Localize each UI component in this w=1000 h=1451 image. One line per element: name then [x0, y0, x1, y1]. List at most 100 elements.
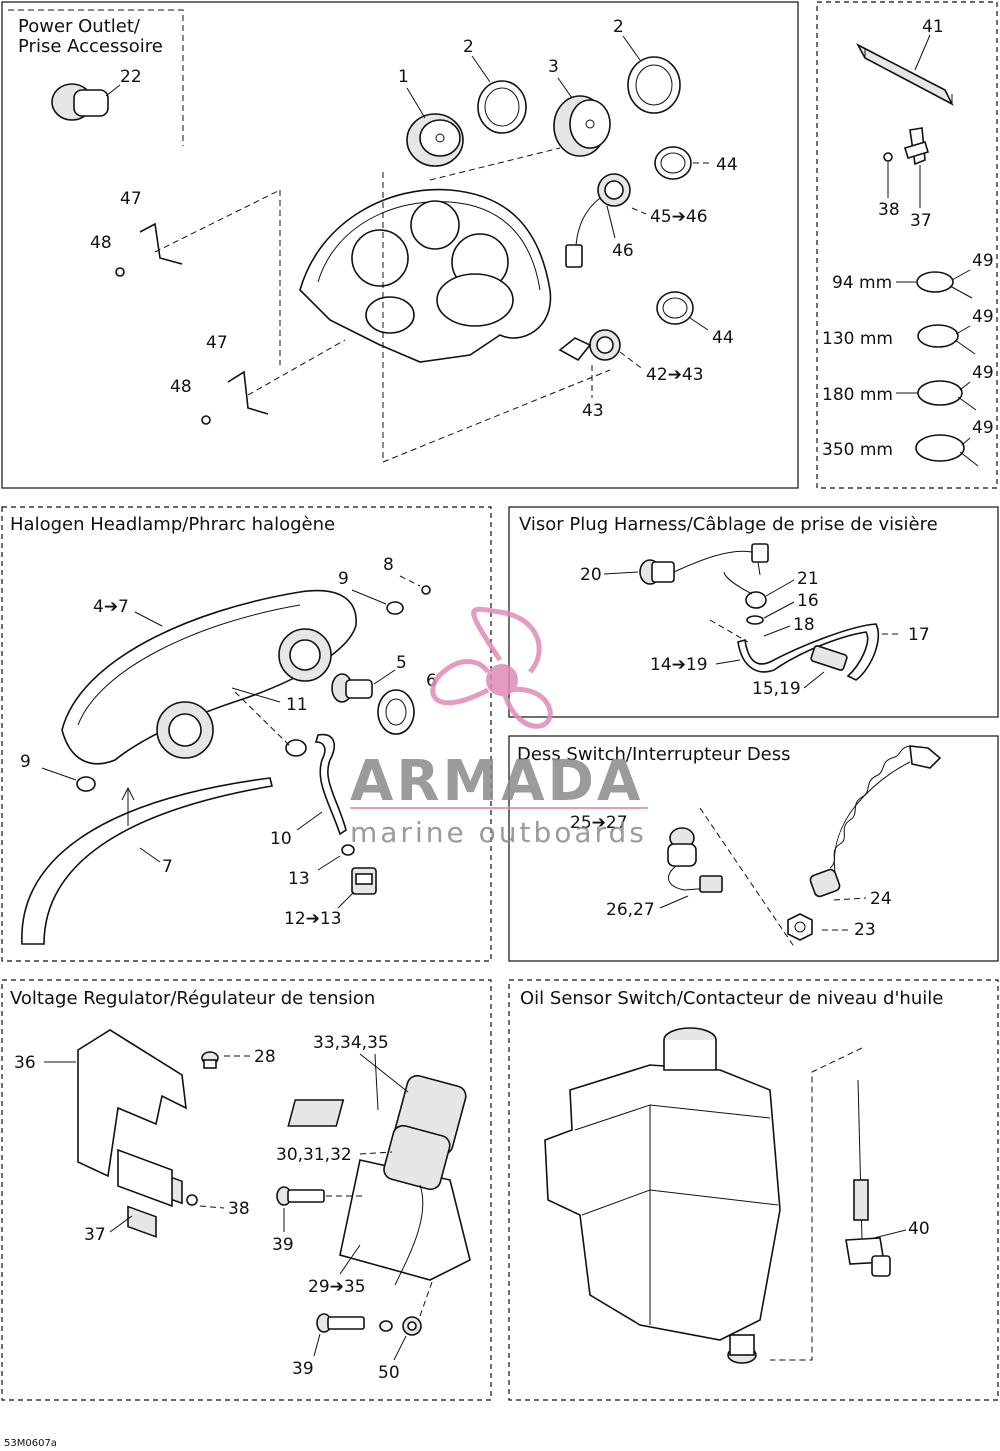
- callout-25-27: 25➔27: [570, 813, 628, 833]
- callout-48b: 48: [170, 377, 192, 397]
- callout-41: 41: [922, 17, 944, 37]
- callout-1: 1: [398, 67, 409, 87]
- tie-size-130: 130 mm: [822, 329, 893, 349]
- power-outlet-title-2: Prise Accessoire: [18, 36, 163, 57]
- callout-13: 13: [288, 869, 310, 889]
- callout-37a: 37: [910, 211, 932, 231]
- callout-43: 43: [582, 401, 604, 421]
- visor-title: Visor Plug Harness/Câblage de prise de v…: [519, 514, 938, 535]
- callout-49c: 49: [972, 363, 994, 383]
- callout-36: 36: [14, 1053, 36, 1073]
- washer-16: [746, 615, 764, 625]
- callout-49a: 49: [972, 251, 994, 271]
- callout-5: 5: [396, 653, 407, 673]
- callout-20: 20: [580, 565, 602, 585]
- grommet-9b: [76, 776, 96, 792]
- gauge-housing: [299, 188, 552, 363]
- section-oil: Oil Sensor Switch/Contacteur de niveau d…: [287, 979, 999, 1401]
- section-headlamp: Halogen Headlamp/Phrarc halogène 4➔7 8 9…: [1, 506, 492, 962]
- bolt-39b: [316, 1313, 365, 1333]
- callout-48a: 48: [90, 233, 112, 253]
- callout-37b: 37: [84, 1225, 106, 1245]
- strip-41: [856, 43, 954, 106]
- callout-22: 22: [120, 67, 142, 87]
- tie-size-350: 350 mm: [822, 440, 893, 460]
- clip-37b: [117, 1148, 198, 1238]
- section-regulator-frame: [1, 979, 492, 1401]
- callout-44a: 44: [716, 155, 738, 175]
- callout-4-7: 4➔7: [93, 597, 129, 617]
- callout-7: 7: [162, 857, 173, 877]
- harness-17: [737, 623, 880, 681]
- callout-9a: 9: [338, 569, 349, 589]
- callout-11: 11: [286, 695, 308, 715]
- retainer-6: [377, 689, 415, 735]
- dess-switch-25: [667, 827, 723, 893]
- callout-26-27: 26,27: [606, 900, 655, 920]
- voltage-regulator: [339, 1074, 471, 1286]
- callout-38b: 38: [228, 1199, 250, 1219]
- gauge-42: [558, 329, 621, 362]
- section-regulator: Voltage Regulator/Régulateur de tension …: [1, 979, 492, 1401]
- cable-tie-180: [896, 380, 977, 411]
- section-accessories-frame: [816, 1, 998, 489]
- gauge-1: [406, 113, 464, 167]
- callout-29-35: 29➔35: [308, 1277, 366, 1297]
- callout-16: 16: [797, 591, 819, 611]
- plug-20: [639, 543, 769, 585]
- callout-3: 3: [548, 57, 559, 77]
- callout-30-32: 30,31,32: [276, 1145, 352, 1165]
- callout-6: 6: [426, 671, 437, 691]
- watermark-tagline: marine outboards: [350, 816, 647, 849]
- headlamp-body: [61, 589, 357, 765]
- callout-21: 21: [797, 569, 819, 589]
- callout-46: 46: [612, 241, 634, 261]
- callout-9b: 9: [20, 752, 31, 772]
- section-oil-frame: [508, 979, 999, 1401]
- section-visor: Visor Plug Harness/Câblage de prise de v…: [508, 506, 999, 718]
- harness-10: [285, 733, 355, 856]
- trim-strip-7: [21, 777, 273, 945]
- callout-2b: 2: [613, 17, 624, 37]
- clip-37: [883, 127, 929, 166]
- section-dess-frame: [508, 735, 999, 962]
- callout-24: 24: [870, 889, 892, 909]
- gauge-45: [565, 173, 631, 268]
- tie-size-180: 180 mm: [822, 385, 893, 405]
- section-gauges-frame: [1, 1, 799, 489]
- section-accessories: 41 38 37 49 94 mm 49 130 mm: [816, 1, 998, 489]
- tie-size-94: 94 mm: [832, 273, 892, 293]
- regulator-title: Voltage Regulator/Régulateur de tension: [10, 988, 375, 1009]
- callout-23: 23: [854, 920, 876, 940]
- power-outlet-part: [51, 83, 121, 121]
- cable-tie-130: [917, 324, 976, 355]
- grommet-9a: [386, 601, 404, 615]
- dess-lanyard-24: [809, 745, 942, 898]
- callout-18: 18: [793, 615, 815, 635]
- callout-12-13: 12➔13: [284, 909, 342, 929]
- callout-47a: 47: [120, 189, 142, 209]
- callout-40: 40: [908, 1219, 930, 1239]
- callout-33-35: 33,34,35: [313, 1033, 389, 1053]
- headlamp-title: Halogen Headlamp/Phrarc halogène: [10, 514, 335, 535]
- section-dess: Dess Switch/Interrupteur Dess 25➔27 26,2…: [508, 735, 999, 962]
- power-outlet-title-1: Power Outlet/: [18, 16, 141, 37]
- figure-code: 53M0607a: [4, 1438, 57, 1449]
- section-gauges: Power Outlet/ Prise Accessoire 22 1: [1, 1, 799, 489]
- callout-14-19: 14➔19: [650, 655, 708, 675]
- nut-23: [787, 913, 813, 941]
- armada-watermark: ARMADA marine outboards: [350, 606, 648, 849]
- callout-44b: 44: [712, 328, 734, 348]
- callout-39a: 39: [272, 1235, 294, 1255]
- callout-28: 28: [254, 1047, 276, 1067]
- oil-sensor-40: [845, 1079, 891, 1277]
- ring-44a: [654, 146, 692, 180]
- callout-49d: 49: [972, 418, 994, 438]
- callout-45-46: 45➔46: [650, 207, 708, 227]
- callout-15-19: 15,19: [752, 679, 801, 699]
- screw-8: [421, 585, 431, 595]
- oil-tank: [287, 1027, 781, 1364]
- callout-42-43: 42➔43: [646, 365, 704, 385]
- callout-2a: 2: [463, 37, 474, 57]
